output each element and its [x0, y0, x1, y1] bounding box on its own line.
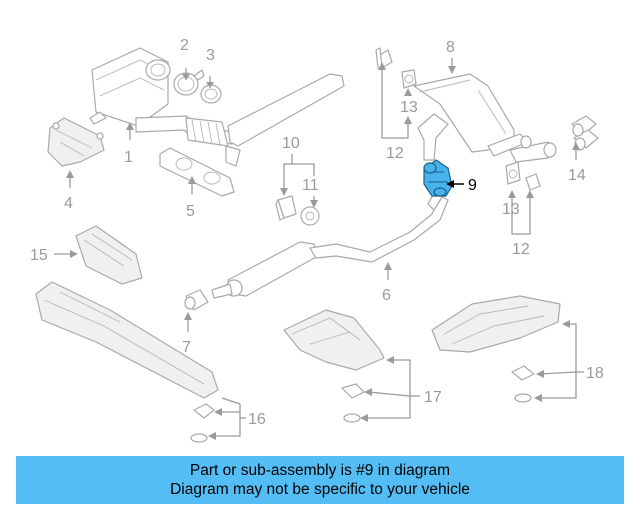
- callout-12-rear[interactable]: 12: [512, 241, 530, 258]
- callout-15[interactable]: 15: [30, 247, 48, 264]
- part-6-center-muffler[interactable]: [211, 195, 449, 299]
- part-10-hanger-bracket[interactable]: [275, 195, 297, 221]
- part-1-catalytic-converter[interactable]: [89, 47, 345, 167]
- leader-9-highlighted: [446, 180, 464, 188]
- part-18-heat-shield-rear[interactable]: [431, 295, 561, 353]
- info-banner: Part or sub-assembly is #9 in diagram Di…: [16, 456, 624, 504]
- part-17-heat-shield-center[interactable]: [283, 309, 385, 371]
- exhaust-parts-diagram: 1 2 3 4 5 6 7 8 9 10 11 12 12 13 13 14 1…: [30, 37, 604, 443]
- callout-2[interactable]: 2: [180, 37, 189, 54]
- part-12-hanger-rear[interactable]: [525, 173, 541, 191]
- callout-16[interactable]: 16: [248, 411, 266, 428]
- part-8-rear-muffler[interactable]: [413, 73, 557, 163]
- part-4-bracket[interactable]: [47, 117, 105, 167]
- part-13-mount-front[interactable]: [401, 69, 417, 89]
- callout-11[interactable]: 11: [302, 177, 319, 194]
- part-12-hanger-front[interactable]: [375, 47, 393, 69]
- part-11-rubber-mount[interactable]: [300, 206, 320, 226]
- part-7-clamp-sleeve[interactable]: [184, 289, 209, 311]
- callout-14[interactable]: 14: [568, 167, 586, 184]
- leader-lines: [54, 58, 584, 440]
- part-9-connector-highlighted[interactable]: [423, 159, 453, 211]
- callout-10[interactable]: 10: [282, 135, 300, 152]
- banner-line-2: Diagram may not be specific to your vehi…: [170, 481, 470, 498]
- callout-1[interactable]: 1: [124, 149, 133, 166]
- part-14-tailpipe-tips[interactable]: [571, 115, 599, 151]
- part-16-heat-shield-long[interactable]: [35, 281, 219, 399]
- callout-7[interactable]: 7: [182, 339, 191, 356]
- callout-18[interactable]: 18: [586, 365, 604, 382]
- callout-6[interactable]: 6: [382, 287, 391, 304]
- part-13-mount-rear[interactable]: [505, 161, 521, 185]
- part-2-clamp[interactable]: [173, 69, 205, 96]
- callout-13-front[interactable]: 13: [400, 99, 418, 116]
- part-5-flange-gasket[interactable]: [159, 147, 235, 197]
- callout-12-front[interactable]: 12: [386, 145, 404, 162]
- part-15-heat-shield[interactable]: [75, 225, 143, 285]
- banner-line-1: Part or sub-assembly is #9 in diagram: [189, 462, 451, 479]
- callout-9[interactable]: 9: [468, 177, 477, 194]
- callout-3[interactable]: 3: [206, 47, 215, 64]
- callout-8[interactable]: 8: [446, 39, 455, 56]
- callout-5[interactable]: 5: [186, 203, 195, 220]
- callout-17[interactable]: 17: [424, 389, 442, 406]
- callout-13-rear[interactable]: 13: [502, 201, 520, 218]
- callout-4[interactable]: 4: [64, 195, 73, 212]
- part-3-gasket[interactable]: [200, 84, 222, 104]
- hardware-clips: [190, 365, 535, 443]
